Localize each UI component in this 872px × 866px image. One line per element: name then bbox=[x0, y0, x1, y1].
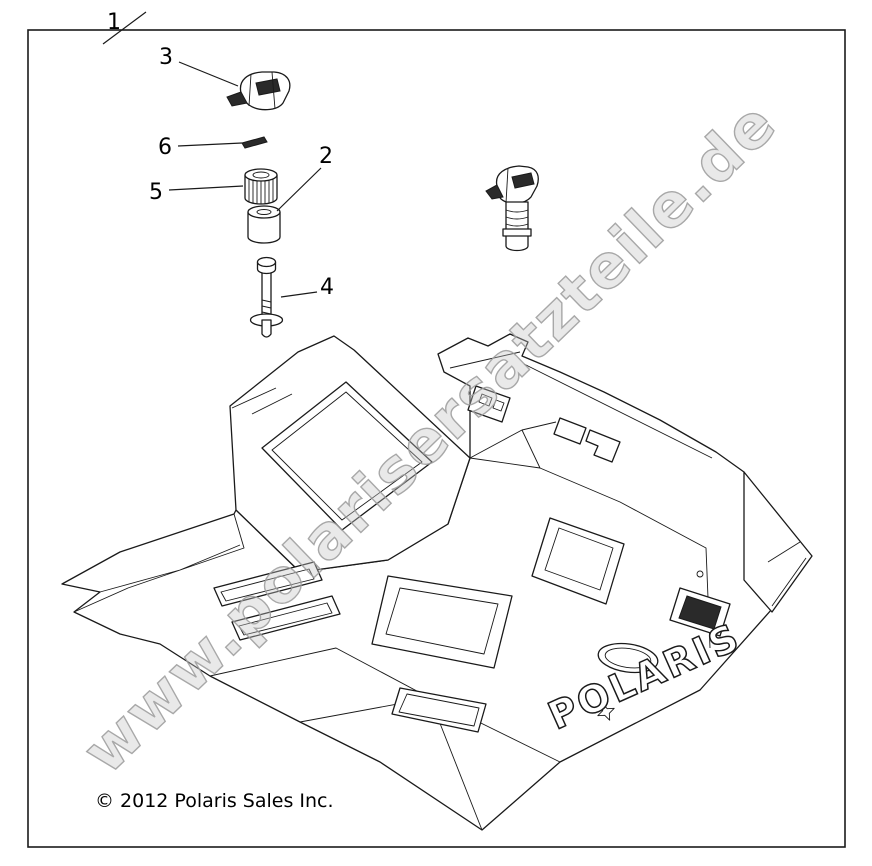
rail-inner-line bbox=[449, 351, 713, 459]
callout-4-label: 4 bbox=[320, 275, 334, 300]
bushing-part-drawing bbox=[244, 168, 278, 205]
cap-oval bbox=[597, 642, 659, 674]
copyright-text: © 2012 Polaris Sales Inc. bbox=[95, 790, 334, 812]
callout-1-label: 1 bbox=[107, 10, 121, 35]
callout-3-label: 3 bbox=[159, 45, 173, 70]
latch-part-drawing bbox=[226, 71, 291, 111]
right-slot-dark-insert bbox=[678, 595, 722, 630]
leader-line-5 bbox=[168, 185, 244, 191]
front-rack-drawing: POLARIS bbox=[61, 333, 813, 831]
center-opening-ring bbox=[371, 575, 513, 669]
callout-2-label: 2 bbox=[319, 144, 333, 169]
spacer-part-drawing bbox=[247, 205, 281, 244]
latch-mount-bracket bbox=[467, 385, 511, 423]
latch-wedge bbox=[255, 78, 281, 96]
left-wing-lines bbox=[73, 513, 245, 613]
latch-hook bbox=[226, 91, 248, 107]
bolt-tip bbox=[261, 319, 272, 338]
callout-5-label: 5 bbox=[149, 180, 163, 205]
callout-6-label: 6 bbox=[158, 135, 172, 160]
diagram-border bbox=[27, 29, 846, 848]
latch-assembly-drawing bbox=[485, 165, 539, 252]
polaris-star-emblem bbox=[597, 703, 615, 721]
rail-tab bbox=[553, 417, 587, 445]
pin-part-drawing bbox=[241, 136, 268, 149]
leader-line-3 bbox=[178, 61, 239, 87]
leader-line-2 bbox=[276, 167, 322, 212]
deck-slot-center bbox=[391, 687, 487, 733]
deck-hole bbox=[696, 570, 704, 578]
rail-hook bbox=[585, 429, 621, 463]
callouts: 1 3 6 5 2 4 bbox=[102, 10, 334, 300]
deck-facet-lines bbox=[209, 421, 711, 831]
right-fender bbox=[743, 471, 813, 613]
leader-line-1 bbox=[102, 11, 147, 45]
leader-line-4 bbox=[280, 291, 318, 298]
diamond-opening bbox=[261, 381, 433, 531]
leader-line-6 bbox=[177, 142, 243, 147]
bolt-part-drawing bbox=[249, 256, 284, 338]
